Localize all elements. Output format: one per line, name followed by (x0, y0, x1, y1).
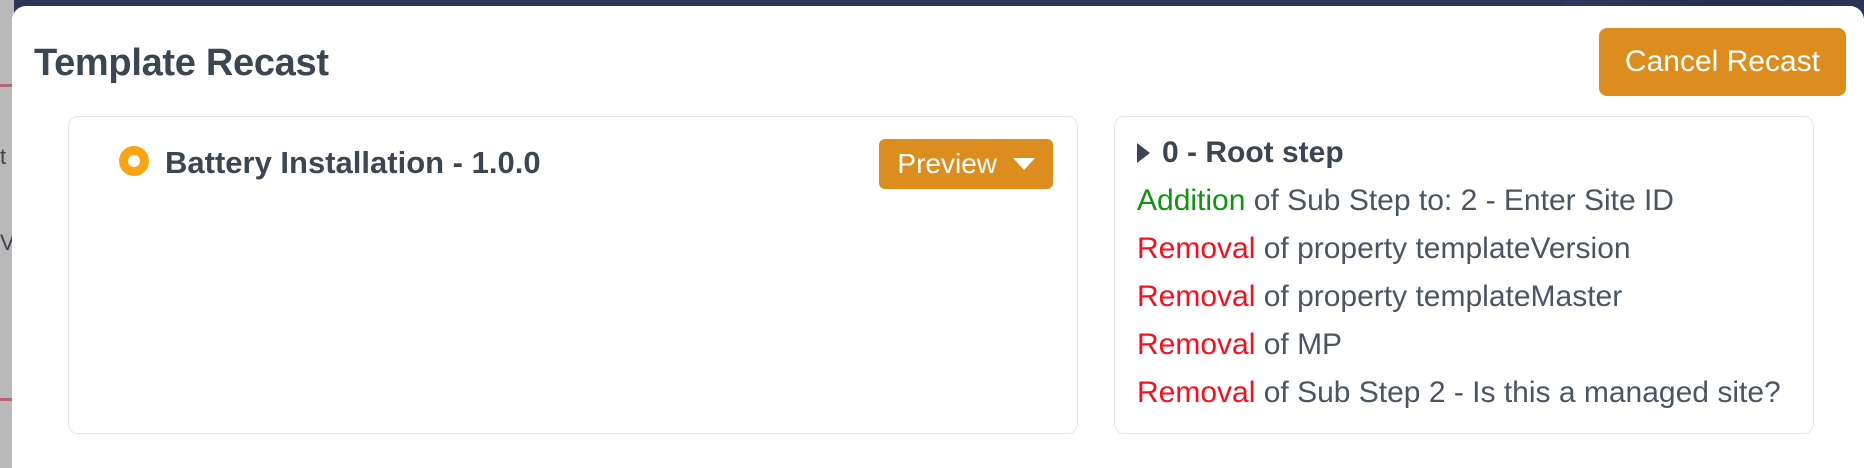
change-list-item: Removal of MP (1115, 321, 1813, 369)
background-page-edge: t V (0, 0, 14, 468)
radio-selected-icon[interactable] (119, 146, 149, 176)
preview-button-label: Preview (897, 148, 997, 179)
template-recast-modal: Template Recast Cancel Recast Battery In… (12, 6, 1864, 468)
template-card: Battery Installation - 1.0.0 Preview (68, 116, 1078, 434)
change-description: of property templateVersion (1255, 232, 1631, 265)
root-step-label: 0 - Root step (1162, 136, 1344, 169)
change-tag: Removal (1137, 280, 1256, 313)
change-list-item: Removal of Sub Step 2 - Is this a manage… (1115, 369, 1813, 417)
modal-header: Template Recast Cancel Recast (12, 6, 1864, 110)
template-row[interactable]: Battery Installation - 1.0.0 Preview (69, 117, 1077, 203)
change-list-item: Addition of Sub Step to: 2 - Enter Site … (1115, 177, 1813, 225)
root-step-row[interactable]: 0 - Root step (1115, 129, 1813, 177)
change-tag: Removal (1137, 232, 1256, 265)
change-list-item: Removal of property templateVersion (1115, 225, 1813, 273)
cancel-recast-button[interactable]: Cancel Recast (1598, 28, 1846, 96)
changes-panel: 0 - Root step Addition of Sub Step to: 2… (1114, 116, 1814, 434)
chevron-down-icon (1013, 158, 1035, 170)
preview-button[interactable]: Preview (879, 139, 1053, 189)
change-list-item: Removal of property templateMaster (1115, 273, 1813, 321)
change-description: of MP (1255, 328, 1343, 361)
content-area: Battery Installation - 1.0.0 Preview 0 -… (12, 110, 1864, 468)
change-description: of property templateMaster (1255, 280, 1623, 313)
page-title: Template Recast (34, 42, 329, 84)
change-description: of Sub Step 2 - Is this a managed site? (1255, 376, 1781, 409)
change-tag: Removal (1137, 376, 1256, 409)
change-tag: Removal (1137, 328, 1256, 361)
template-name-label: Battery Installation - 1.0.0 (165, 145, 541, 180)
triangle-right-icon[interactable] (1137, 143, 1150, 163)
change-tag: Addition (1137, 184, 1246, 217)
change-description: of Sub Step to: 2 - Enter Site ID (1245, 184, 1674, 217)
